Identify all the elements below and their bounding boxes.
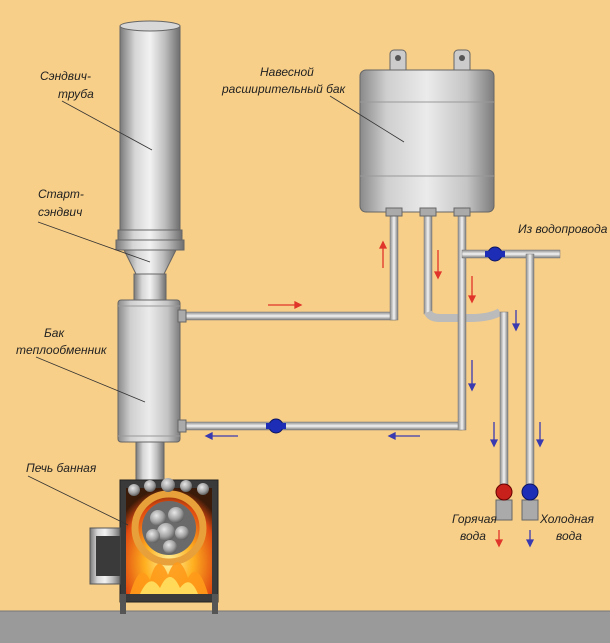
label-water-supply: Из водопровода: [518, 222, 608, 236]
label-sandwich-pipe-line2: труба: [58, 87, 94, 101]
label-start-sandwich-line1: Старт-: [38, 187, 84, 201]
sandwich-pipe: [115, 20, 185, 251]
leader-lines: [27, 95, 405, 526]
flue-connector: [135, 441, 165, 483]
label-start-sandwich-line2: сэндвич: [38, 205, 82, 219]
label-sandwich-pipe-line1: Сэндвич-: [40, 69, 91, 83]
label-hot-water-line2: вода: [460, 529, 486, 543]
label-stove: Печь банная: [26, 461, 97, 475]
floor: [0, 611, 610, 643]
label-tank-line2: теплообменник: [16, 343, 108, 357]
start-sandwich: [123, 249, 177, 305]
label-expansion-tank-line1: Навесной: [260, 65, 314, 79]
valve-cold-water: [521, 483, 539, 501]
pipes: [177, 207, 561, 521]
label-expansion-tank-line2: расширительный бак: [221, 82, 347, 96]
label-hot-water-line1: Горячая: [452, 512, 497, 526]
valve-hot-water: [495, 483, 513, 501]
valve-return-line: [266, 418, 286, 434]
label-cold-water-line2: вода: [556, 529, 582, 543]
flow-arrows: [204, 240, 545, 548]
expansion-tank: [359, 49, 495, 213]
label-cold-water-line1: Холодная: [539, 512, 595, 526]
heat-exchanger-tank: [117, 299, 181, 443]
sauna-stove: [89, 478, 219, 614]
label-tank-line1: Бак: [44, 326, 65, 340]
valve-water-supply: [485, 246, 505, 262]
